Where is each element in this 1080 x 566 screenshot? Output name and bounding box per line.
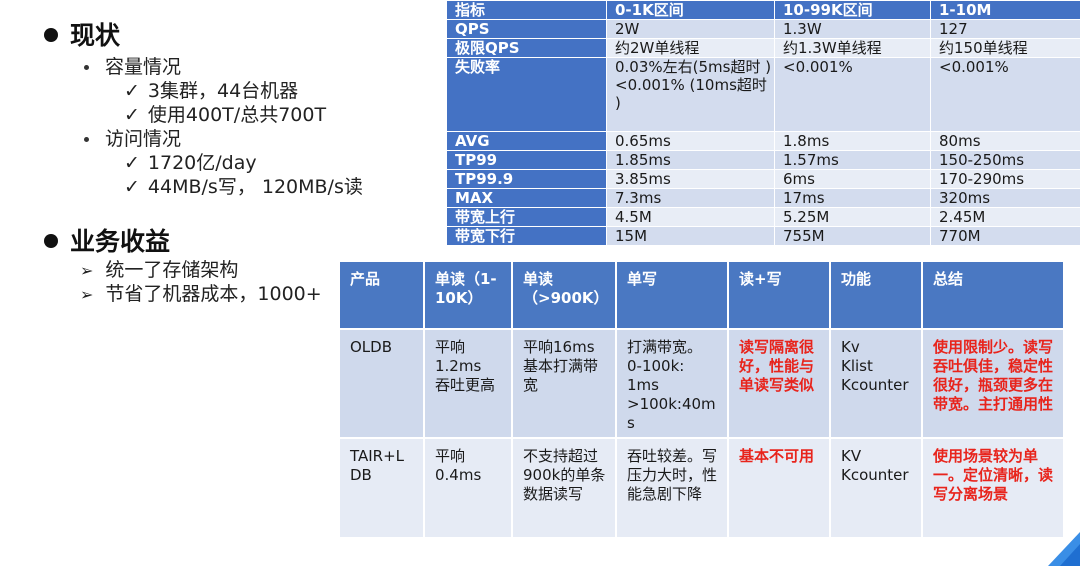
metric-cell: 170-290ms xyxy=(930,169,1080,189)
bullet-dot-icon xyxy=(44,234,58,248)
capacity-item: ✓使用400T/总共700T xyxy=(124,104,327,126)
access-item: ✓1720亿/day xyxy=(124,152,257,174)
metrics-header-row: 指标 0-1K区间 10-99K区间 1-10M xyxy=(446,0,1080,20)
check-icon: ✓ xyxy=(124,176,140,198)
comparison-cell: 平响16ms 基本打满带宽 xyxy=(512,329,617,439)
capacity-label: 容量情况 xyxy=(84,52,181,79)
metric-cell: 2.45M xyxy=(930,207,1080,227)
check-icon: ✓ xyxy=(124,104,140,126)
comparison-cell: 使用场景较为单一。定位清晰，读写分离场景 xyxy=(922,438,1065,539)
comparison-cell: Kv Klist Kcounter xyxy=(830,329,923,439)
comparison-cell: KV Kcounter xyxy=(830,438,923,539)
metric-cell: <0.001% xyxy=(930,57,1080,132)
table-row: TP99 1.85ms 1.57ms 150-250ms xyxy=(446,150,1080,170)
table-row: QPS 2W 1.3W 127 xyxy=(446,19,1080,39)
comparison-header-cell: 产品 xyxy=(340,262,425,330)
comparison-cell: 读写隔离很好，性能与单读写类似 xyxy=(728,329,831,439)
metric-label: QPS xyxy=(446,19,607,39)
comparison-cell: 不支持超过900k的单条数据读写 xyxy=(512,438,617,539)
metric-cell: 约1.3W单线程 xyxy=(774,38,931,58)
metric-cell: 1.8ms xyxy=(774,131,931,151)
capacity-item: ✓3集群，44台机器 xyxy=(124,80,299,102)
metrics-table: 指标 0-1K区间 10-99K区间 1-10M QPS 2W 1.3W 127… xyxy=(446,0,1080,246)
table-row: 带宽下行 15M 755M 770M xyxy=(446,226,1080,246)
metrics-header-cell: 指标 xyxy=(446,0,607,20)
access-item: ✓44MB/s写， 120MB/s读 xyxy=(124,176,363,198)
metric-cell: <0.001% xyxy=(774,57,931,132)
metric-label: 带宽上行 xyxy=(446,207,607,227)
metric-cell: 约2W单线程 xyxy=(606,38,775,58)
metric-cell: 约150单线程 xyxy=(930,38,1080,58)
metric-cell: 0.65ms xyxy=(606,131,775,151)
metric-cell: 7.3ms xyxy=(606,188,775,208)
metric-label: TP99 xyxy=(446,150,607,170)
metric-label: 带宽下行 xyxy=(446,226,607,246)
table-row: TP99.9 3.85ms 6ms 170-290ms xyxy=(446,169,1080,189)
arrow-right-icon: ➢ xyxy=(80,261,94,280)
table-row: AVG 0.65ms 1.8ms 80ms xyxy=(446,131,1080,151)
table-row: OLDB 平响 1.2ms 吞吐更高 平响16ms 基本打满带宽 打满带宽。 0… xyxy=(340,329,1065,439)
metric-cell: 755M xyxy=(774,226,931,246)
metric-cell: 1.3W xyxy=(774,19,931,39)
metric-label: 极限QPS xyxy=(446,38,607,58)
metric-label: AVG xyxy=(446,131,607,151)
metric-cell: 15M xyxy=(606,226,775,246)
benefit-item: ➢统一了存储架构 xyxy=(80,259,239,281)
check-icon: ✓ xyxy=(124,80,140,102)
left-panel: 现状 容量情况 ✓3集群，44台机器 ✓使用400T/总共700T 访问情况 ✓… xyxy=(0,0,440,330)
table-row: 带宽上行 4.5M 5.25M 2.45M xyxy=(446,207,1080,227)
comparison-header-cell: 单读 （>900K） xyxy=(512,262,617,330)
metric-cell: 320ms xyxy=(930,188,1080,208)
arrow-right-icon: ➢ xyxy=(80,285,94,304)
comparison-header-row: 产品 单读（1-10K） 单读 （>900K） 单写 读+写 功能 总结 xyxy=(340,262,1065,330)
metrics-header-cell: 10-99K区间 xyxy=(774,0,931,20)
comparison-header-cell: 单读（1-10K） xyxy=(424,262,513,330)
comparison-header-cell: 读+写 xyxy=(728,262,831,330)
metric-cell: 80ms xyxy=(930,131,1080,151)
comparison-cell: 平响 0.4ms xyxy=(424,438,513,539)
metrics-header-cell: 0-1K区间 xyxy=(606,0,775,20)
comparison-header-cell: 总结 xyxy=(922,262,1065,330)
comparison-cell: 吞吐较差。写压力大时，性能急剧下降 xyxy=(616,438,729,539)
bullet-icon xyxy=(84,137,89,142)
metric-cell: 1.57ms xyxy=(774,150,931,170)
section-benefit-heading: 业务收益 xyxy=(44,222,170,258)
metric-cell: 2W xyxy=(606,19,775,39)
metric-label: 失败率 xyxy=(446,57,607,132)
comparison-table: 产品 单读（1-10K） 单读 （>900K） 单写 读+写 功能 总结 OLD… xyxy=(340,262,1065,540)
section-status-heading: 现状 xyxy=(44,16,120,52)
access-label: 访问情况 xyxy=(84,124,181,151)
metric-cell: 3.85ms xyxy=(606,169,775,189)
metric-cell: 150-250ms xyxy=(930,150,1080,170)
metric-label: MAX xyxy=(446,188,607,208)
comparison-cell: 基本不可用 xyxy=(728,438,831,539)
metric-cell: 6ms xyxy=(774,169,931,189)
metric-cell: 5.25M xyxy=(774,207,931,227)
comparison-cell: 平响 1.2ms 吞吐更高 xyxy=(424,329,513,439)
comparison-cell: 打满带宽。 0-100k: 1ms >100k:40ms xyxy=(616,329,729,439)
check-icon: ✓ xyxy=(124,152,140,174)
comparison-header-cell: 单写 xyxy=(616,262,729,330)
metric-label: TP99.9 xyxy=(446,169,607,189)
metric-cell: 17ms xyxy=(774,188,931,208)
metric-cell: 1.85ms xyxy=(606,150,775,170)
comparison-cell: OLDB xyxy=(340,329,425,439)
metric-cell: 770M xyxy=(930,226,1080,246)
metric-cell: 127 xyxy=(930,19,1080,39)
table-row: 失败率 0.03%左右(5ms超时 ) <0.001% (10ms超时 ) <0… xyxy=(446,57,1080,132)
comparison-cell: TAIR+LDB xyxy=(340,438,425,539)
bullet-icon xyxy=(84,65,89,70)
comparison-cell: 使用限制少。读写吞吐俱佳，稳定性很好，瓶颈更多在带宽。主打通用性 xyxy=(922,329,1065,439)
benefit-item: ➢节省了机器成本，1000+ xyxy=(80,283,322,305)
metric-cell: 0.03%左右(5ms超时 ) <0.001% (10ms超时 ) xyxy=(606,57,775,132)
metric-cell: 4.5M xyxy=(606,207,775,227)
comparison-header-cell: 功能 xyxy=(830,262,923,330)
bullet-dot-icon xyxy=(44,28,58,42)
metrics-header-cell: 1-10M xyxy=(930,0,1080,20)
corner-decoration-icon xyxy=(1048,532,1080,566)
table-row: MAX 7.3ms 17ms 320ms xyxy=(446,188,1080,208)
table-row: 极限QPS 约2W单线程 约1.3W单线程 约150单线程 xyxy=(446,38,1080,58)
table-row: TAIR+LDB 平响 0.4ms 不支持超过900k的单条数据读写 吞吐较差。… xyxy=(340,438,1065,539)
